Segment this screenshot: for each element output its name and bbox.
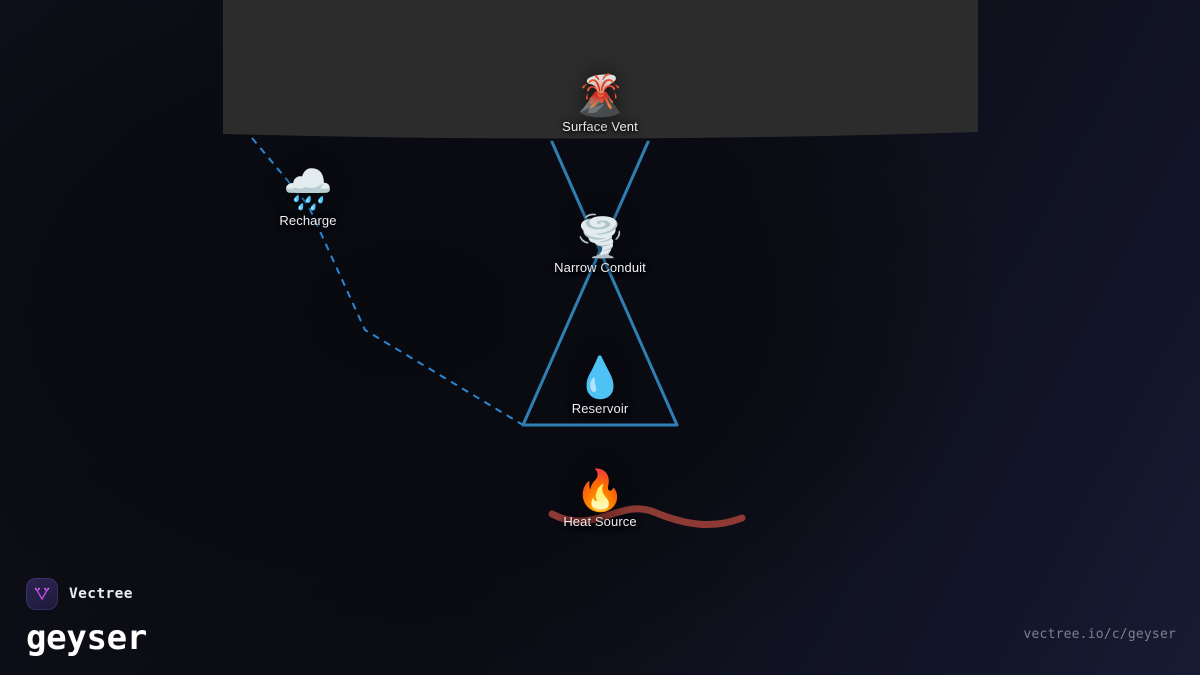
fire-icon: 🔥 bbox=[575, 469, 625, 513]
vectree-v-mark-icon bbox=[26, 578, 58, 610]
recharge-infiltration-path bbox=[251, 137, 524, 426]
brand-footer: Vectree geyser bbox=[26, 578, 147, 657]
node-narrow-conduit[interactable]: 🌪️ Narrow Conduit bbox=[525, 215, 675, 277]
node-heat-source[interactable]: 🔥 Heat Source bbox=[525, 469, 675, 531]
node-recharge[interactable]: 🌧️ Recharge bbox=[233, 168, 383, 230]
node-label-surface-vent: Surface Vent bbox=[562, 119, 638, 134]
node-label-heat-source: Heat Source bbox=[563, 514, 637, 529]
site-url: vectree.io/c/geyser bbox=[1023, 627, 1176, 642]
subsurface-ground-layer bbox=[223, 0, 978, 139]
volcano-icon: 🌋 bbox=[575, 74, 625, 118]
node-reservoir[interactable]: 💧 Reservoir bbox=[525, 356, 675, 418]
brand-row[interactable]: Vectree bbox=[26, 578, 147, 610]
geyser-conduit-outline bbox=[521, 140, 679, 427]
water-droplet-icon: 💧 bbox=[575, 356, 625, 400]
rain-cloud-icon: 🌧️ bbox=[283, 168, 333, 212]
page-title: geyser bbox=[26, 618, 148, 658]
node-surface-vent[interactable]: 🌋 Surface Vent bbox=[525, 74, 675, 136]
conduit-edge-left bbox=[550, 140, 679, 427]
node-label-recharge: Recharge bbox=[279, 213, 337, 228]
brand-name: Vectree bbox=[69, 586, 133, 602]
conduit-edge-right bbox=[521, 140, 650, 427]
node-label-reservoir: Reservoir bbox=[571, 401, 629, 416]
heat-source-wave bbox=[548, 505, 746, 529]
tornado-icon: 🌪️ bbox=[575, 215, 625, 259]
node-label-narrow-conduit: Narrow Conduit bbox=[554, 260, 646, 275]
